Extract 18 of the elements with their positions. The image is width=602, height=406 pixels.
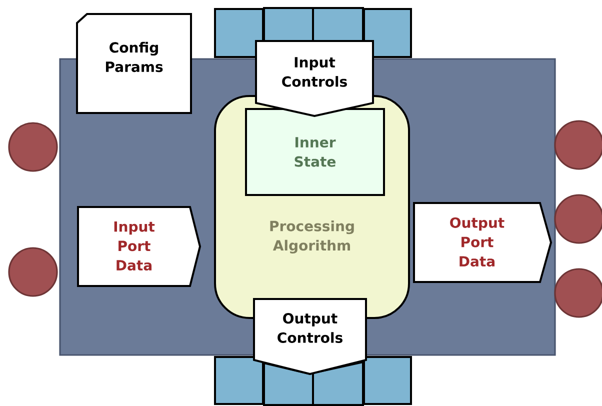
state-box: Inner State: [245, 108, 385, 196]
port-circle: [8, 122, 58, 172]
control-slot: [312, 7, 364, 42]
input-port-box: Input Port Data: [77, 206, 202, 287]
output-port-box: Output Port Data: [413, 202, 552, 283]
port-circle: [554, 120, 602, 170]
input-controls-box: Input Controls: [255, 40, 374, 118]
control-slot: [363, 8, 412, 58]
control-slot: [214, 356, 264, 405]
control-slot: [263, 7, 314, 42]
control-slot: [312, 360, 364, 406]
control-slot: [363, 356, 412, 405]
config-box: Config Params: [76, 13, 192, 114]
port-circle: [554, 268, 602, 318]
port-circle: [8, 247, 58, 297]
control-slot: [214, 8, 264, 58]
output-controls-box: Output Controls: [253, 298, 367, 376]
port-circle: [554, 194, 602, 244]
